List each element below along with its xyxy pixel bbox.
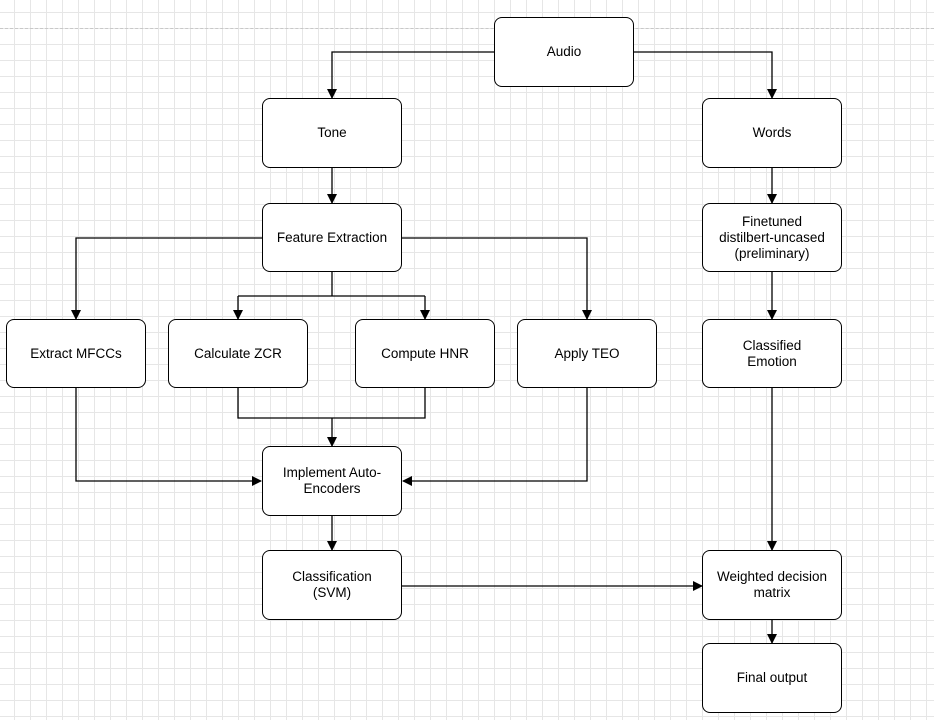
node-calculate-zcr-label: Calculate ZCR <box>194 345 282 361</box>
node-auto-encoders-label: Implement Auto- Encoders <box>282 465 382 496</box>
node-words-label: Words <box>752 125 792 140</box>
node-extract-mfccs-label: Extract MFCCs <box>30 345 122 361</box>
edge-feature-extraction-mfccs <box>71 237 262 320</box>
node-audio[interactable]: Audio <box>494 17 634 87</box>
node-feature-extraction[interactable]: Feature Extraction <box>262 203 402 272</box>
node-final-output-label: Final output <box>736 670 808 685</box>
node-classification-svm[interactable]: Classification (SVM) <box>262 550 402 620</box>
node-weighted-decision-matrix[interactable]: Weighted decision matrix <box>702 550 842 620</box>
node-weighted-decision-matrix-label: Weighted decision matrix <box>716 569 828 600</box>
node-apply-teo[interactable]: Apply TEO <box>517 319 657 388</box>
edge-teo-auto-encoders <box>402 388 588 486</box>
node-audio-label: Audio <box>546 44 582 59</box>
edge-zcr-hnr-join <box>237 388 426 419</box>
node-calculate-zcr[interactable]: Calculate ZCR <box>168 319 308 388</box>
node-classified-emotion-label: Classified Emotion <box>742 337 802 369</box>
node-final-output[interactable]: Final output <box>702 643 842 713</box>
edge-feature-extraction-teo <box>402 237 592 320</box>
node-classified-emotion[interactable]: Classified Emotion <box>702 319 842 388</box>
edge-audio-tone <box>327 51 494 99</box>
edge-audio-words <box>634 51 777 99</box>
node-words[interactable]: Words <box>702 98 842 168</box>
node-tone[interactable]: Tone <box>262 98 402 168</box>
node-compute-hnr[interactable]: Compute HNR <box>355 319 495 388</box>
node-apply-teo-label: Apply TEO <box>554 345 620 361</box>
node-finetuned-distilbert-label: Finetuned distilbert-uncased (preliminar… <box>719 213 825 261</box>
edge-mfccs-auto-encoders <box>75 388 262 486</box>
node-compute-hnr-label: Compute HNR <box>381 345 469 361</box>
node-tone-label: Tone <box>317 125 347 140</box>
node-classification-svm-label: Classification (SVM) <box>292 569 372 600</box>
node-auto-encoders[interactable]: Implement Auto- Encoders <box>262 446 402 516</box>
edge-feature-extraction-split <box>238 272 425 297</box>
node-finetuned-distilbert[interactable]: Finetuned distilbert-uncased (preliminar… <box>702 203 842 272</box>
page-guide-line <box>0 28 934 29</box>
node-extract-mfccs[interactable]: Extract MFCCs <box>6 319 146 388</box>
node-feature-extraction-label: Feature Extraction <box>276 229 388 245</box>
